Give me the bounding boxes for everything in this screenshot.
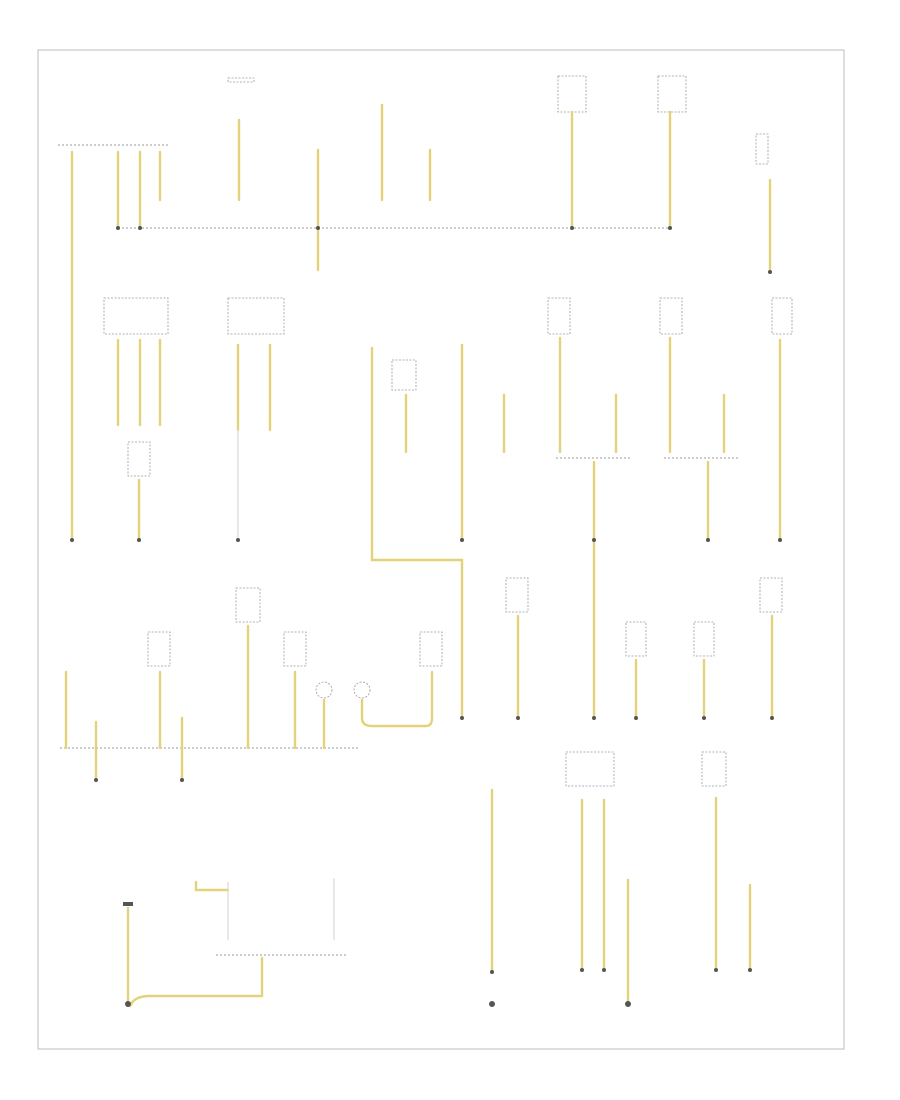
ground-point-icon — [70, 538, 74, 542]
ground-point-icon — [180, 778, 184, 782]
lower-section — [60, 577, 783, 782]
component-box — [227, 77, 255, 83]
ground-point-icon — [592, 716, 596, 720]
ground-point-icon — [94, 778, 98, 782]
ground-point-icon — [236, 538, 240, 542]
splice-icon — [138, 226, 142, 230]
diagram-frame — [37, 49, 845, 1050]
connector-icon — [353, 681, 371, 699]
wire — [128, 956, 264, 1008]
component-box — [127, 441, 151, 477]
splice-icon — [768, 270, 772, 274]
component-box — [557, 75, 587, 113]
splice-icon — [748, 968, 752, 972]
splice-icon — [116, 226, 120, 230]
component-box — [147, 631, 171, 667]
ground-point-icon — [125, 1001, 131, 1007]
component-box — [283, 631, 307, 667]
ground-point-icon — [770, 716, 774, 720]
ground-point-icon — [516, 716, 520, 720]
ground-point-icon — [625, 1001, 631, 1007]
bottom-section — [123, 751, 752, 1008]
component-box — [625, 621, 647, 657]
component-box — [701, 751, 727, 787]
ground-point-icon — [137, 538, 141, 542]
splice-icon — [602, 968, 606, 972]
component-box — [103, 297, 169, 335]
splice-icon — [668, 226, 672, 230]
ground-point-icon — [634, 716, 638, 720]
component-box — [227, 297, 285, 335]
ground-point-icon — [489, 1001, 495, 1007]
ground-point-icon — [706, 538, 710, 542]
component-box — [657, 75, 687, 113]
ground-point-icon — [778, 538, 782, 542]
component-box — [659, 297, 683, 335]
wire — [370, 346, 464, 720]
component-box — [565, 751, 615, 787]
splice-icon — [714, 968, 718, 972]
wire — [360, 670, 434, 728]
component-box — [235, 587, 261, 623]
ground-point-icon — [592, 538, 596, 542]
component-box — [391, 359, 417, 391]
splice-icon — [490, 970, 494, 974]
splice-icon — [570, 226, 574, 230]
component-box — [547, 297, 571, 335]
component-box — [771, 297, 793, 335]
ground-point-icon — [702, 716, 706, 720]
component-box — [759, 577, 783, 613]
component-box — [755, 133, 769, 165]
top-section — [58, 75, 772, 542]
ground-point-icon — [460, 716, 464, 720]
component-box — [505, 577, 529, 613]
splice-icon — [316, 226, 320, 230]
wire — [194, 880, 230, 892]
splice-icon — [580, 968, 584, 972]
connector-icon — [315, 681, 333, 699]
component-box — [693, 621, 715, 657]
component-box — [419, 631, 443, 667]
battery-icon — [123, 902, 133, 906]
ground-point-icon — [460, 538, 464, 542]
middle-section — [70, 297, 793, 720]
